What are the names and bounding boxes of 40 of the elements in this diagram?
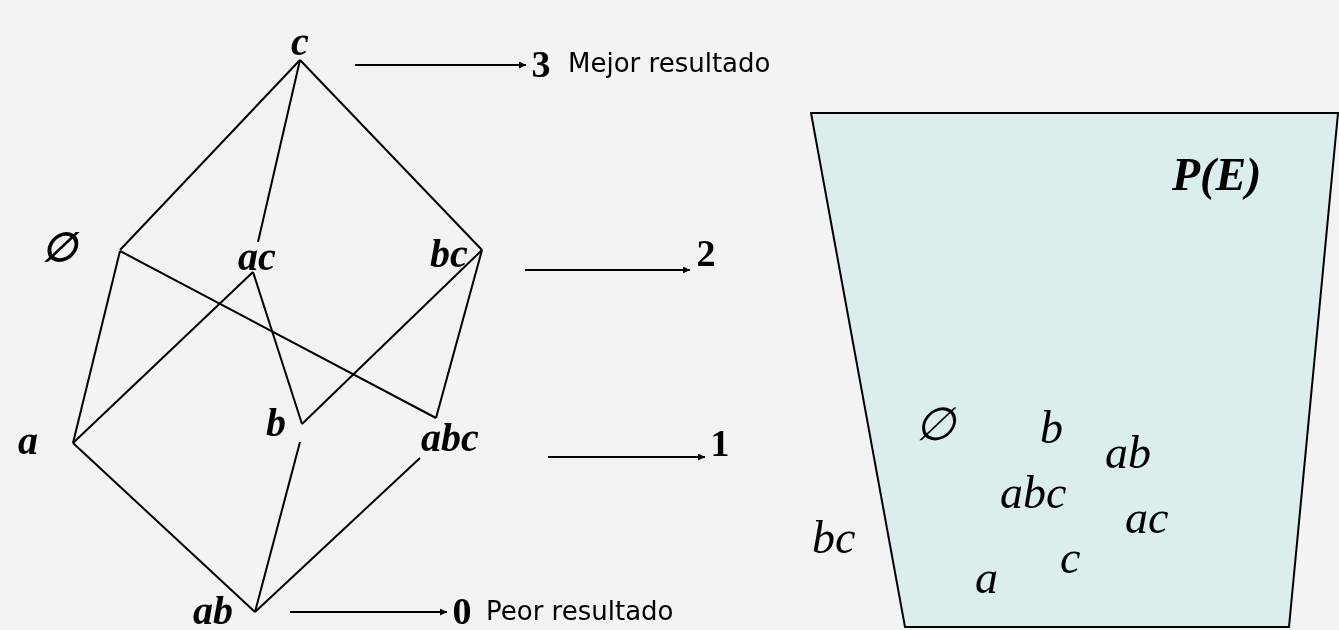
connector-line [252,271,303,425]
level-number: 0 [447,592,477,630]
connector-line [299,59,483,251]
set-label: bc [430,234,482,274]
trapezoid-panel [810,112,1339,628]
set-label: a [18,423,73,459]
level-caption: Mejor resultado [568,50,771,76]
connector-line [301,249,483,425]
set-label: ac [232,242,282,272]
connector-line [72,442,256,613]
level-caption: Peor resultado [486,598,674,624]
connector-line [254,441,301,613]
arrow [547,453,706,461]
set-name: P(E) [1172,152,1262,198]
set-label: c [280,22,320,60]
connector-line [72,250,121,444]
set-element: b [1040,405,1063,451]
connector-line [119,59,301,251]
set-element: bc [812,515,856,561]
set-element: abc [1000,470,1067,516]
connector-line [119,250,437,419]
set-label: b [266,404,302,442]
level-number: 1 [705,424,735,462]
set-label: ∅ [42,228,120,268]
level-number: 3 [526,45,556,83]
set-element: ab [1105,430,1151,476]
arrow [354,61,527,69]
set-label: ab [193,594,255,628]
set-label: abc [414,418,486,458]
level-number: 2 [690,234,722,272]
arrow [289,608,448,616]
connector-line [435,249,483,419]
set-element: a [975,555,998,601]
set-element: ac [1125,495,1169,541]
set-element: c [1060,535,1081,581]
arrow [524,266,691,274]
set-element: ∅ [915,402,955,448]
connector-line [72,271,254,444]
connector-line [254,457,421,613]
connector-line [257,59,301,243]
